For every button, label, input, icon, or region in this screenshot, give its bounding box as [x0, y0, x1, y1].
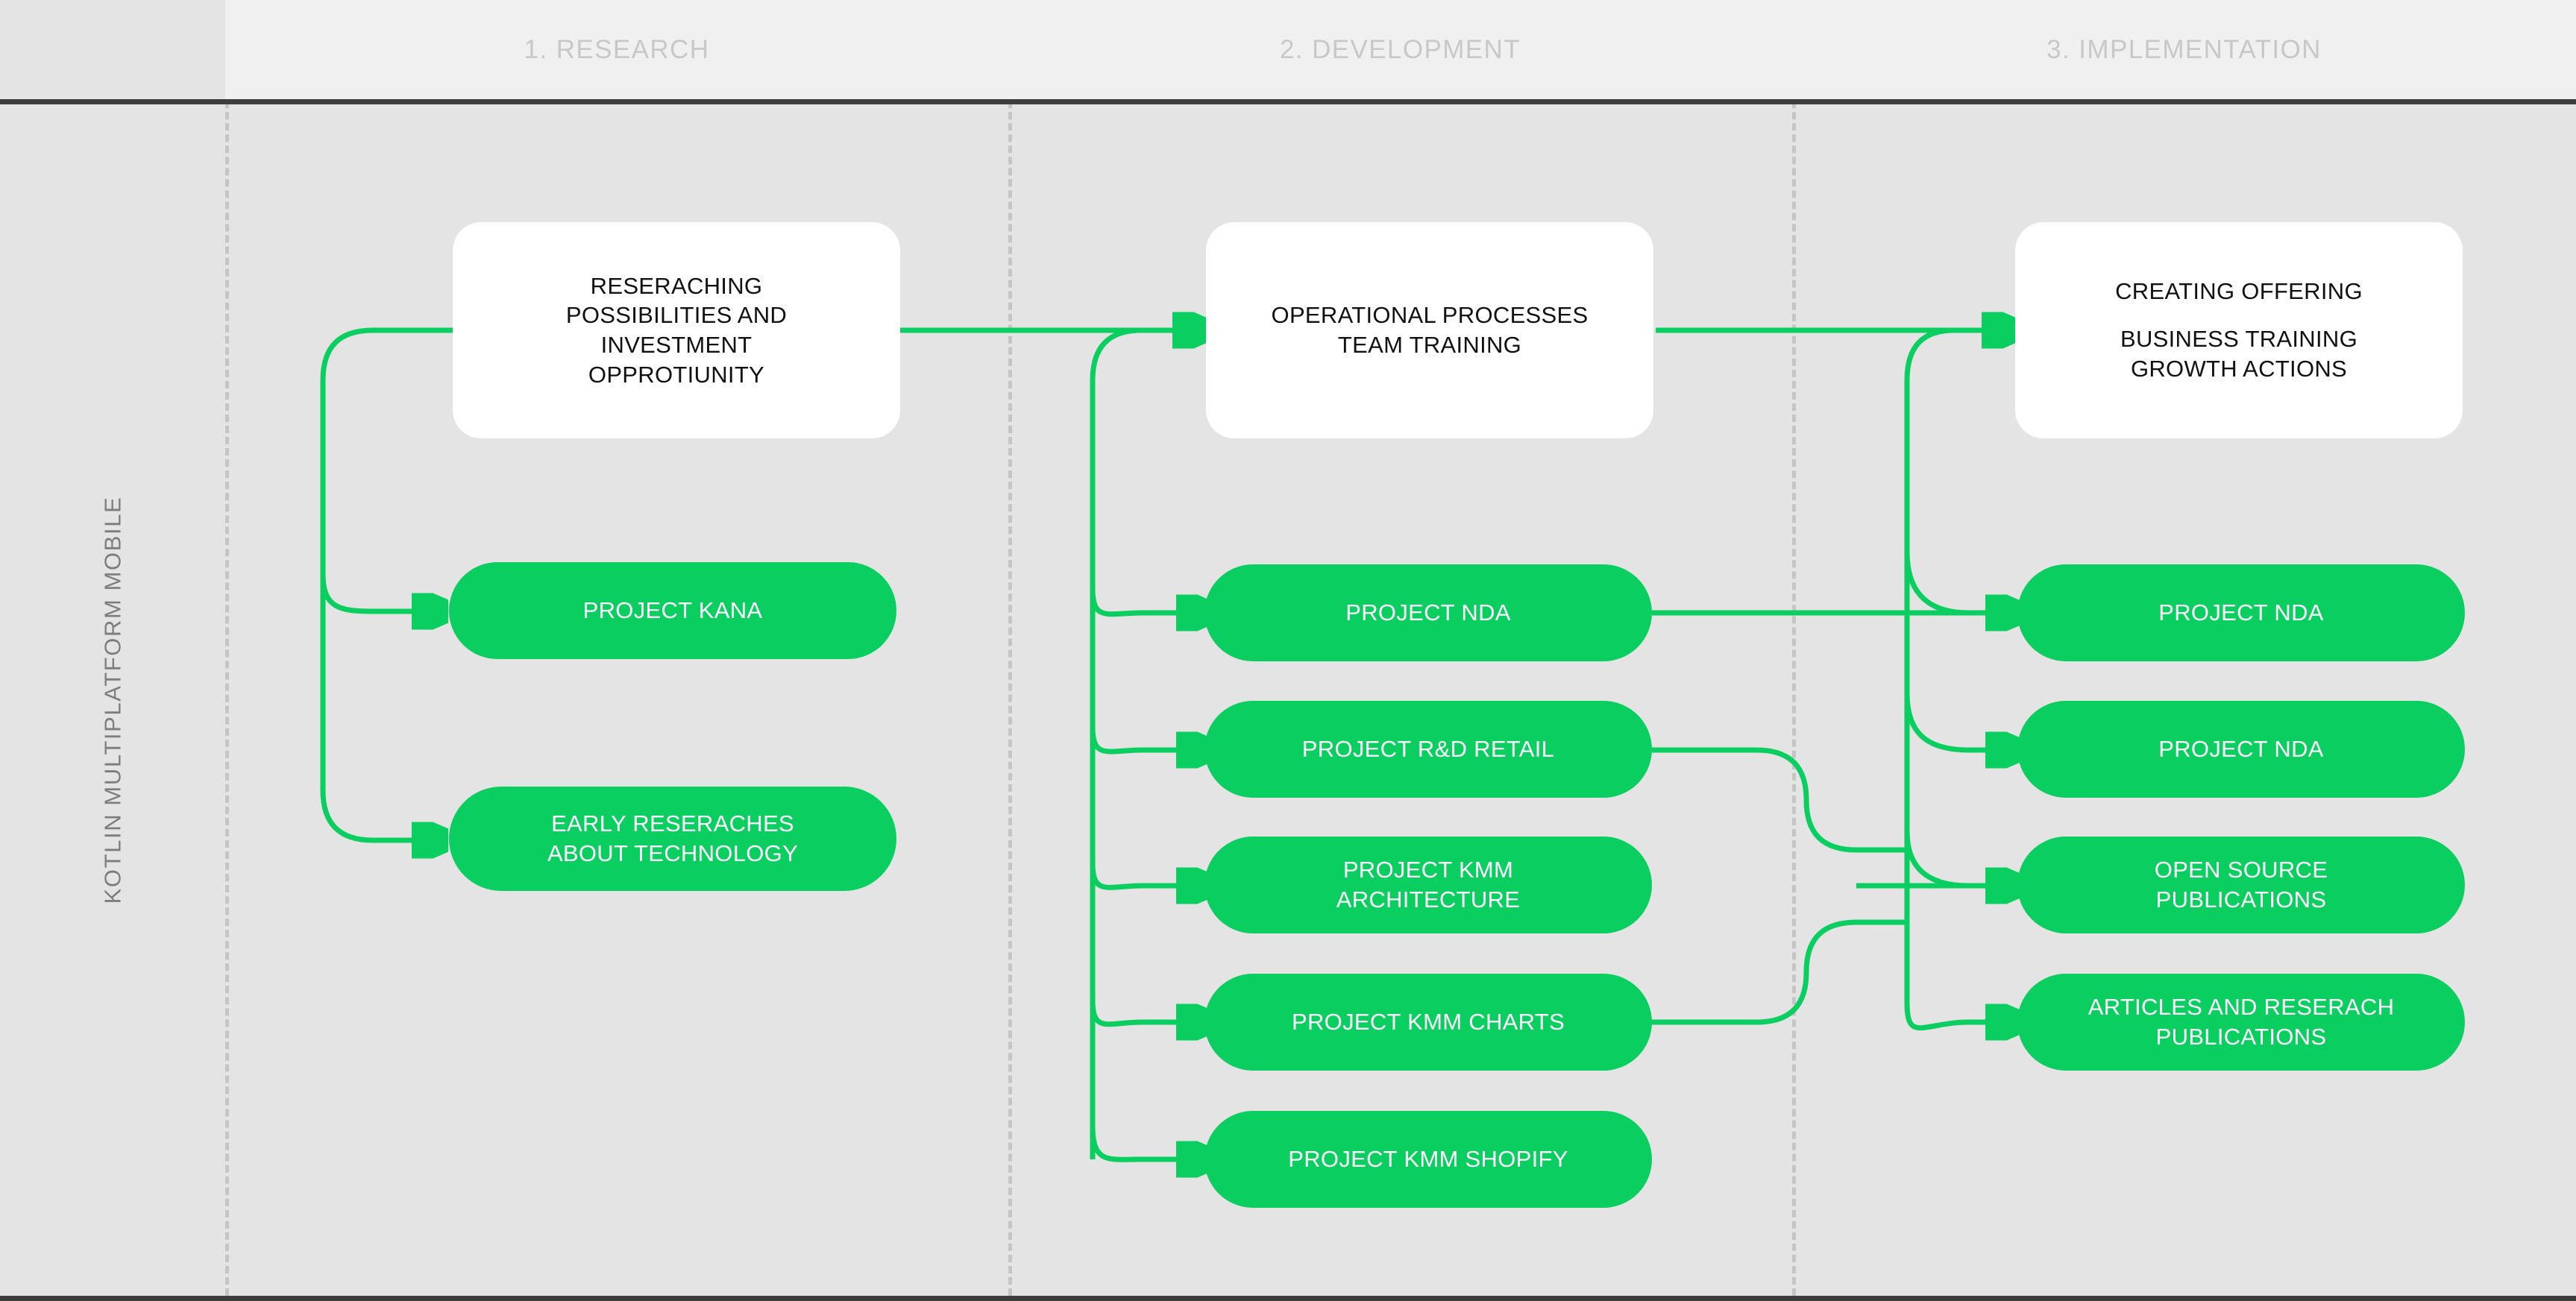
card1-line-2: POSSIBILITIES AND — [565, 302, 788, 329]
pill-project-kmm-charts[interactable]: PROJECT KMM CHARTS — [1204, 974, 1652, 1071]
pill-project-rd-retail[interactable]: PROJECT R&D RETAIL — [1204, 701, 1652, 798]
swimlane-label: KOTLIN MULTIPLATFORM MOBILE — [0, 104, 225, 1296]
column-divider-3 — [1792, 0, 1796, 1296]
link-c3-branch-3 — [1904, 831, 2017, 886]
link-c1card-to-trunk — [320, 327, 453, 574]
link-c2charts-to-c3opensource — [1652, 919, 1907, 1025]
card1-line-3: INVESTMENT — [600, 332, 753, 358]
pill-project-nda-dev[interactable]: PROJECT NDA — [1204, 564, 1652, 661]
link-c2card-to-trunk — [1090, 327, 1204, 1159]
link-c3-branch-2 — [1904, 693, 2017, 750]
card3-line-1: CREATING OFFERING — [2115, 278, 2363, 305]
card3-line-3: GROWTH ACTIONS — [2130, 355, 2348, 382]
link-c3-branch-1 — [1904, 551, 2017, 613]
link-c2-branch-retail — [1090, 726, 1208, 752]
card2-line-1: OPERATIONAL PROCESSES — [1271, 302, 1589, 329]
link-c3-branch-4 — [1904, 1002, 2017, 1028]
pill-project-nda-impl-1-label: PROJECT NDA — [2158, 599, 2324, 626]
card1-line-1: RESERACHING — [590, 272, 763, 299]
pill-early-researches-line-1: EARLY RESERACHES — [551, 810, 794, 837]
pill-project-kana-label: PROJECT KANA — [582, 596, 763, 623]
card3-line-gap — [2115, 306, 2363, 324]
pill-project-nda-dev-label: PROJECT NDA — [1345, 599, 1511, 626]
card3-line-2: BUSINESS TRAINING — [2120, 326, 2358, 353]
pill-project-kmm-architecture[interactable]: PROJECT KMM ARCHITECTURE — [1204, 837, 1652, 933]
pill-articles-research-publications[interactable]: ARTICLES AND RESERACH PUBLICATIONS — [2017, 974, 2465, 1071]
card1-line-4: OPPROTIUNITY — [588, 361, 765, 388]
pill-project-nda-impl-2-label: PROJECT NDA — [2158, 735, 2324, 762]
link-c3card-to-trunk — [1904, 327, 2014, 1003]
link-c1-trunk-down — [320, 574, 444, 843]
pill-articles-line-2: PUBLICATIONS — [2155, 1024, 2327, 1050]
link-c2-branch-shopify — [1090, 1125, 1208, 1159]
link-c2-branch-charts — [1090, 1000, 1208, 1024]
pill-open-source-line-2: PUBLICATIONS — [2155, 886, 2327, 913]
phase-header-development: 2. DEVELOPMENT — [1279, 34, 1521, 64]
card-research-overview[interactable]: RESERACHING POSSIBILITIES AND INVESTMENT… — [453, 222, 900, 438]
pill-project-kana[interactable]: PROJECT KANA — [449, 562, 896, 659]
pill-early-researches-line-2: ABOUT TECHNOLOGY — [547, 840, 799, 866]
link-c2-branch-nda — [1090, 588, 1208, 614]
card-implementation-overview[interactable]: CREATING OFFERING BUSINESS TRAINING GROW… — [2015, 222, 2463, 438]
card2-line-2: TEAM TRAINING — [1337, 332, 1522, 358]
pill-articles-line-1: ARTICLES AND RESERACH — [2087, 993, 2395, 1020]
pill-kmm-architecture-line-1: PROJECT KMM — [1342, 856, 1514, 883]
pill-project-kmm-charts-label: PROJECT KMM CHARTS — [1292, 1008, 1565, 1035]
phase-header-implementation: 3. IMPLEMENTATION — [2046, 34, 2322, 64]
link-c1-trunk-to-kana — [320, 573, 444, 611]
pill-project-kmm-shopify[interactable]: PROJECT KMM SHOPIFY — [1204, 1111, 1652, 1208]
header-corner-blank — [0, 0, 225, 99]
column-divider-1 — [225, 0, 229, 1296]
pill-kmm-architecture-line-2: ARCHITECTURE — [1336, 886, 1521, 913]
phase-header-bar: 1. RESEARCH 2. DEVELOPMENT 3. IMPLEMENTA… — [0, 0, 2576, 104]
phase-header-research: 1. RESEARCH — [524, 34, 710, 64]
link-c2-branch-arch — [1090, 863, 1208, 887]
pill-early-researches[interactable]: EARLY RESERACHES ABOUT TECHNOLOGY — [449, 787, 896, 891]
pill-open-source-line-1: OPEN SOURCE — [2154, 856, 2328, 883]
link-c2retail-to-c3opensource — [1652, 747, 1907, 853]
column-divider-2 — [1008, 0, 1012, 1296]
pill-project-rd-retail-label: PROJECT R&D RETAIL — [1301, 735, 1555, 762]
pill-open-source-publications[interactable]: OPEN SOURCE PUBLICATIONS — [2017, 837, 2465, 933]
card-development-overview[interactable]: OPERATIONAL PROCESSES TEAM TRAINING — [1206, 222, 1653, 438]
pill-project-kmm-shopify-label: PROJECT KMM SHOPIFY — [1288, 1145, 1568, 1172]
pill-project-nda-impl-1[interactable]: PROJECT NDA — [2017, 564, 2465, 661]
swimlane-label-text: KOTLIN MULTIPLATFORM MOBILE — [99, 496, 126, 904]
pill-project-nda-impl-2[interactable]: PROJECT NDA — [2017, 701, 2465, 798]
